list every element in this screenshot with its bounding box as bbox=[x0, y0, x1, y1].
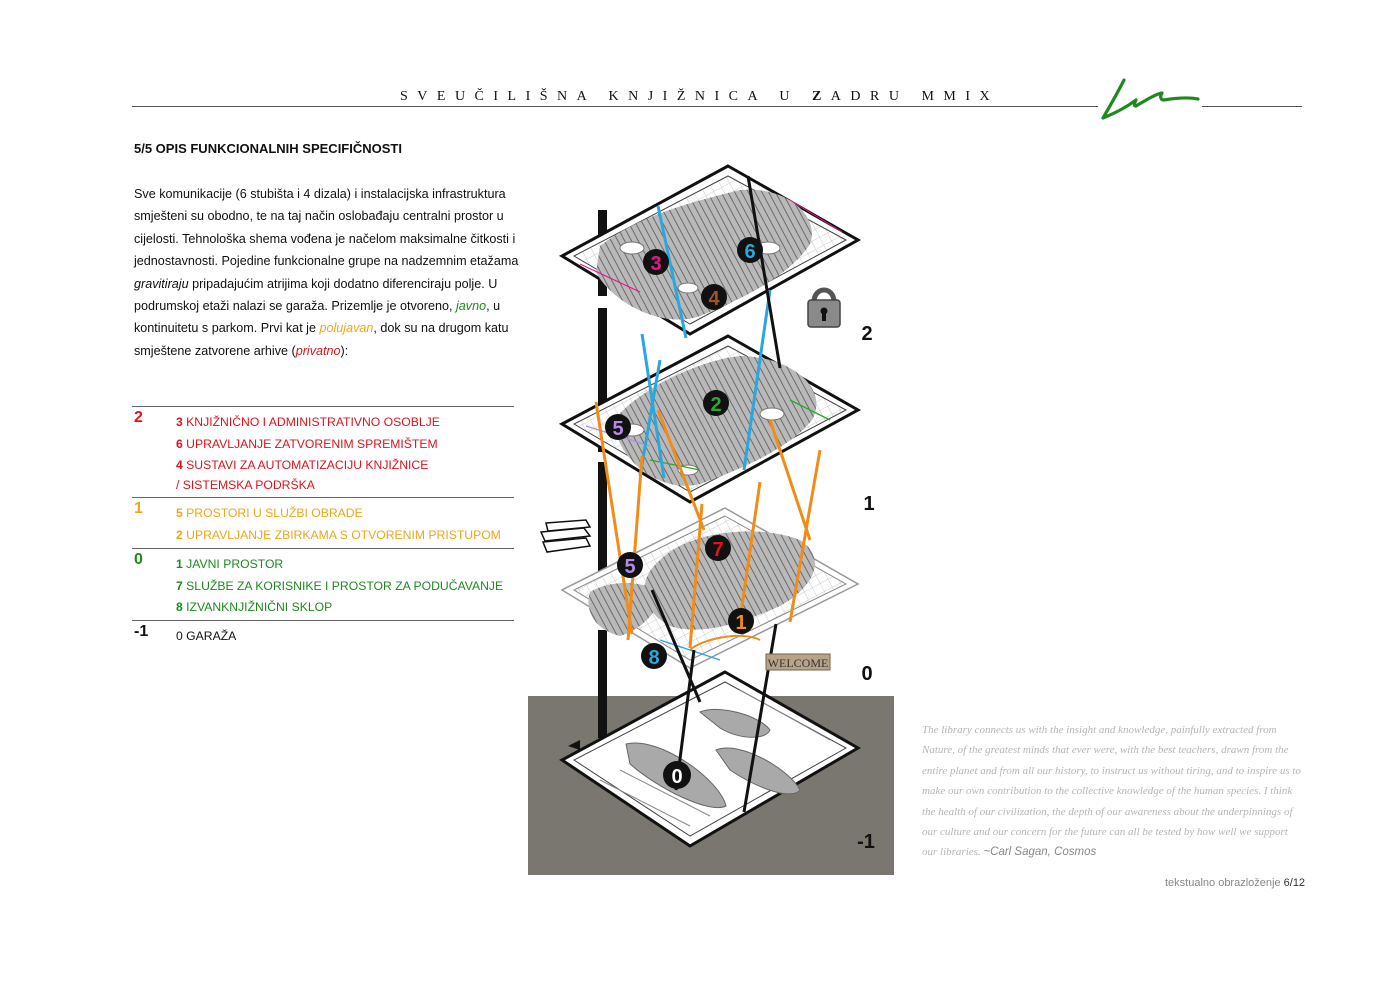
svg-text:8: 8 bbox=[648, 647, 659, 669]
legend-level-number: 0 bbox=[134, 551, 143, 568]
svg-text:6: 6 bbox=[744, 241, 755, 263]
marker-6: 6 bbox=[737, 237, 763, 263]
legend-item: 6 UPRAVLJANJE ZATVORENIM SPREMIŠTEM bbox=[176, 437, 438, 451]
marker-0: 0 bbox=[663, 761, 691, 789]
legend-item: 8 IZVANKNJIŽNIČNI SKLOP bbox=[176, 599, 333, 614]
legend-level-number: 1 bbox=[134, 500, 143, 517]
svg-text:WELCOME: WELCOME bbox=[768, 656, 829, 670]
legend-item: 1 JAVNI PROSTOR bbox=[176, 557, 284, 571]
svg-text:2: 2 bbox=[710, 394, 721, 416]
marker-7: 7 bbox=[705, 535, 731, 561]
vertical-connections bbox=[594, 175, 822, 813]
svg-text:0: 0 bbox=[671, 766, 682, 788]
welcome-sign: WELCOME bbox=[765, 653, 831, 671]
vertical-core-column bbox=[598, 210, 607, 738]
legend-group-level-1: 1 5 PROSTORI U SLUŽBI OBRADE 2 UPRAVLJAN… bbox=[132, 497, 514, 548]
marker-3: 3 bbox=[643, 249, 669, 275]
level-label-2: 2 bbox=[861, 323, 872, 345]
legend-item: / SISTEMSKA PODRŠKA bbox=[176, 478, 315, 492]
legend-item: 3 KNJIŽNIČNO I ADMINISTRATIVNO OSOBLJE bbox=[176, 415, 440, 429]
legend-item: 7 SLUŽBE ZA KORISNIKE I PROSTOR ZA PODUČ… bbox=[176, 579, 504, 593]
marker-5-level-0: 5 bbox=[617, 552, 643, 578]
legend-item: 2 UPRAVLJANJE ZBIRKAMA S OTVORENIM PRIST… bbox=[176, 528, 501, 542]
legend-item: 0 GARAŽA bbox=[176, 629, 237, 643]
svg-text:4: 4 bbox=[708, 288, 720, 310]
level-label-1: 1 bbox=[863, 493, 874, 515]
description-text: Sve komunikacije (6 stubišta i 4 dizala)… bbox=[134, 187, 519, 358]
legend-group-level-2: 2 3 KNJIŽNIČNO I ADMINISTRATIVNO OSOBLJE… bbox=[132, 406, 514, 497]
lock-icon bbox=[807, 287, 841, 328]
level-label-0: 0 bbox=[861, 663, 872, 685]
svg-text:7: 7 bbox=[712, 539, 723, 561]
header-rule-left bbox=[132, 106, 1098, 107]
legend-item: 4 SUSTAVI ZA AUTOMATIZACIJU KNJIŽNICE bbox=[176, 457, 429, 472]
floor-plate-level-1 bbox=[558, 334, 862, 504]
legend-item: 5 PROSTORI U SLUŽBI OBRADE bbox=[176, 506, 363, 520]
marker-4: 4 bbox=[701, 284, 727, 310]
books-icon bbox=[539, 519, 592, 553]
svg-text:5: 5 bbox=[612, 418, 623, 440]
marker-1: 1 bbox=[728, 608, 754, 634]
entrance-arrow-icon bbox=[568, 740, 580, 750]
page-number: tekstualno obrazloženje 6/12 bbox=[1165, 877, 1306, 889]
legend-level-number: -1 bbox=[134, 623, 149, 640]
header-title: SVEUČILIŠNA KNJIŽNICA U ZADRU MMIX bbox=[400, 89, 1000, 104]
level-label-minus-1: -1 bbox=[857, 831, 875, 853]
signature-logo-icon bbox=[1101, 78, 1200, 120]
carl-sagan-quote: The library connects us with the insight… bbox=[922, 724, 1301, 859]
marker-8: 8 bbox=[641, 643, 667, 669]
floor-plate-level-2 bbox=[558, 164, 862, 336]
svg-text:1: 1 bbox=[735, 612, 746, 634]
floor-plate-level-0 bbox=[560, 507, 860, 669]
legend-group-level-0: 0 1 JAVNI PROSTOR 7 SLUŽBE ZA KORISNIKE … bbox=[132, 548, 514, 620]
marker-5-level-1: 5 bbox=[605, 414, 631, 440]
svg-text:3: 3 bbox=[650, 253, 661, 275]
legend-level-number: 2 bbox=[134, 409, 143, 426]
header-rule-right bbox=[1202, 106, 1302, 107]
functional-legend: 2 3 KNJIŽNIČNO I ADMINISTRATIVNO OSOBLJE… bbox=[132, 406, 514, 650]
floor-stack-diagram: 3 6 4 2 5 5 7 1 8 0 bbox=[528, 164, 894, 875]
legend-group-level-minus-1: -1 0 GARAŽA bbox=[132, 620, 514, 650]
section-title: 5/5 OPIS FUNKCIONALNIH SPECIFIČNOSTI bbox=[134, 141, 402, 156]
svg-text:5: 5 bbox=[624, 556, 635, 578]
marker-2: 2 bbox=[703, 390, 729, 416]
